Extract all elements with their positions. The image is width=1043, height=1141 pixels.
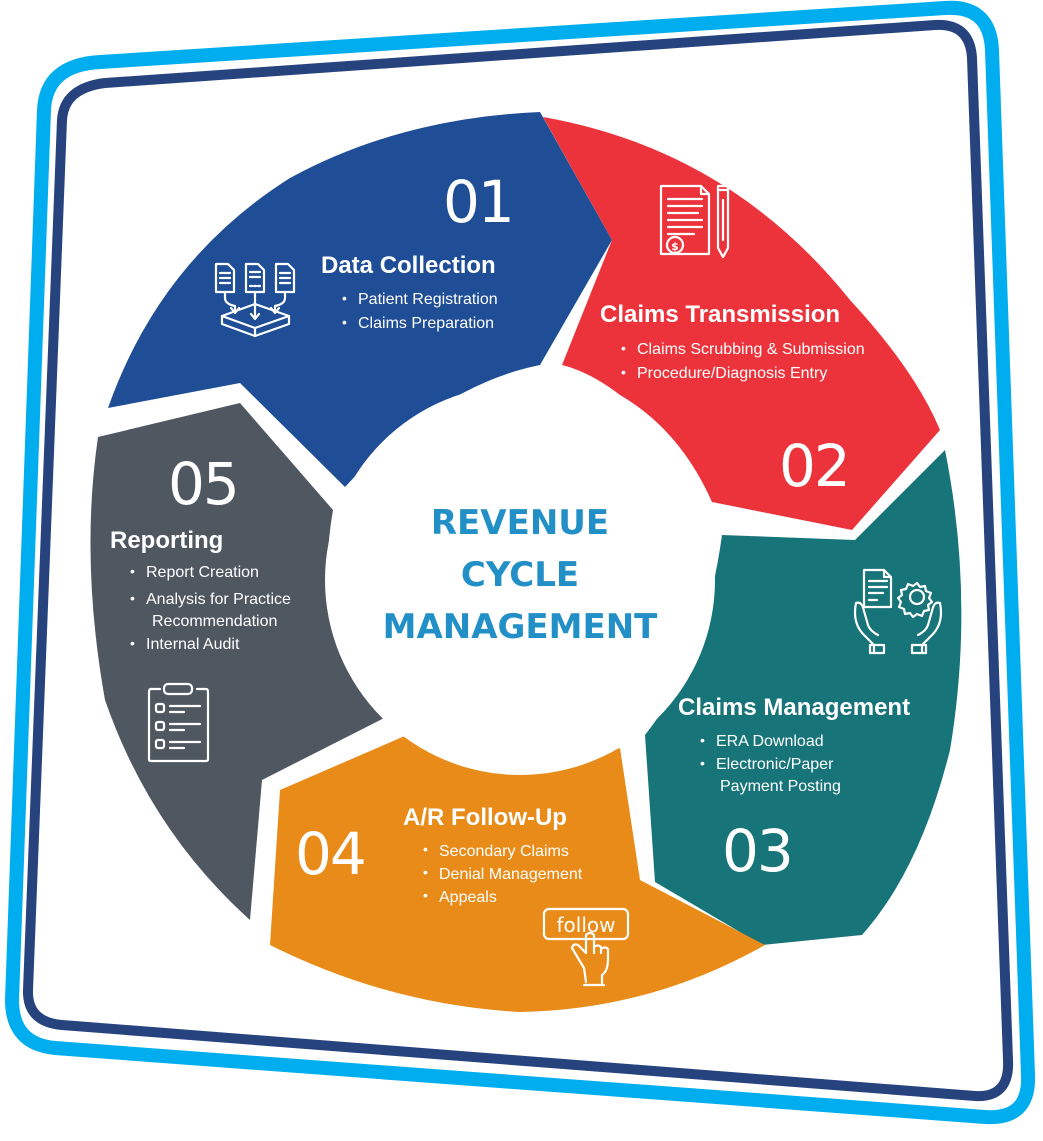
segment-02-title: Claims Transmission — [600, 301, 841, 328]
segment-02-item: Claims Scrubbing & Submission — [621, 336, 865, 362]
svg-text:$: $ — [671, 240, 679, 253]
center-title: REVENUE CYCLE MANAGEMENT — [360, 497, 680, 653]
clipboard-checklist-icon — [147, 682, 210, 763]
center-title-line-1: REVENUE — [430, 503, 610, 543]
segment-03-items: ERA Download Electronic/Paper Payment Po… — [700, 728, 841, 798]
segment-03-item: ERA Download — [700, 728, 841, 754]
segment-03-shape[interactable] — [645, 450, 962, 945]
segment-02-item: Procedure/Diagnosis Entry — [621, 360, 865, 386]
segment-05-number: 05 — [168, 450, 240, 518]
data-collection-icon — [214, 262, 296, 338]
segment-05-shape[interactable] — [90, 403, 390, 920]
segment-05-item: Analysis for Practice Recommendation — [130, 587, 291, 633]
segment-05-items: Report Creation Analysis for Practice Re… — [130, 559, 291, 657]
segment-01-title: Data Collection — [321, 252, 496, 279]
segment-02-shape[interactable] — [543, 117, 940, 530]
segment-04-number: 04 — [295, 820, 367, 888]
segment-04-item: Appeals — [423, 884, 582, 909]
segment-04-title: A/R Follow-Up — [403, 804, 567, 831]
center-circle — [325, 385, 715, 775]
segment-05-item: Report Creation — [130, 559, 291, 585]
segment-01-item: Patient Registration — [342, 286, 498, 312]
follow-button-hand-icon: follow — [542, 907, 630, 987]
segment-01-items: Patient Registration Claims Preparation — [342, 286, 498, 336]
segment-04-items: Secondary Claims Denial Management Appea… — [423, 838, 582, 909]
center-title-line-3: MANAGEMENT — [382, 607, 658, 647]
follow-icon-label: follow — [557, 913, 616, 937]
hands-document-gear-icon — [853, 568, 943, 655]
segment-03-item: Electronic/Paper Payment Posting — [700, 752, 841, 798]
segment-02-number: 02 — [779, 432, 851, 500]
center-title-line-2: CYCLE — [460, 555, 580, 595]
segment-01-item: Claims Preparation — [342, 310, 498, 336]
segment-03-title: Claims Management — [678, 694, 911, 721]
segment-02-items: Claims Scrubbing & Submission Procedure/… — [621, 336, 865, 386]
segment-04-item: Denial Management — [423, 861, 582, 886]
segment-05-title: Reporting — [110, 527, 224, 554]
segment-05-item: Internal Audit — [130, 631, 291, 657]
invoice-pencil-icon: $ — [659, 184, 730, 259]
segment-04-item: Secondary Claims — [423, 838, 582, 863]
frame-outer — [4, 0, 1036, 1125]
segment-03-number: 03 — [722, 817, 794, 885]
segment-01-number: 01 — [443, 168, 515, 236]
